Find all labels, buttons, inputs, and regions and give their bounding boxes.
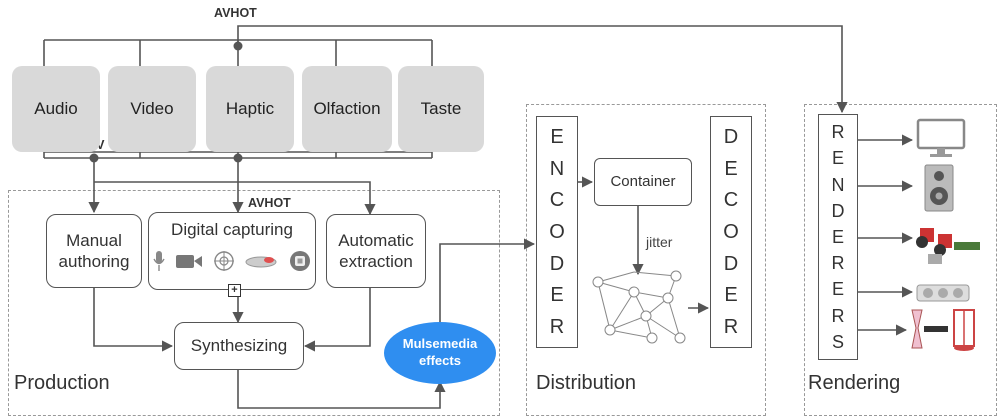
decoder-letter: D — [723, 252, 739, 275]
camera-icon — [176, 255, 202, 269]
media-haptic: Haptic — [206, 66, 294, 152]
capture-icons-row — [153, 250, 311, 272]
synthesizing-box: Synthesizing — [174, 322, 304, 370]
digital-capturing-label: Digital capturing — [171, 220, 293, 239]
renderers-letter: D — [831, 200, 845, 221]
encoder-letter: D — [549, 252, 565, 275]
scent-diffuser-icon — [916, 284, 970, 302]
avhot-production-label: AVHOT — [248, 196, 291, 210]
monitor-icon — [916, 118, 966, 157]
plus-symbol: + — [228, 284, 241, 297]
encoder-letter: C — [549, 189, 565, 212]
mulsemedia-effects-ellipse: Mulsemedia effects — [384, 322, 496, 384]
container-label: Container — [610, 172, 676, 190]
decoder-letter: E — [724, 284, 738, 307]
rendering-section — [804, 104, 997, 416]
encoder-letter: E — [550, 284, 564, 307]
encoder-box: E N C O D E R — [536, 116, 578, 348]
haptic-device-icon — [916, 228, 980, 264]
mulsemedia-effects-label: Mulsemedia effects — [402, 336, 478, 368]
container-box: Container — [594, 158, 692, 206]
encoder-letter: N — [549, 157, 565, 180]
decoder-letter: C — [723, 189, 739, 212]
distribution-label: Distribution — [536, 372, 637, 394]
synthesizing-label: Synthesizing — [190, 336, 288, 356]
production-section — [8, 190, 500, 416]
scent-sensor-icon — [245, 256, 277, 268]
jitter-label: jitter — [646, 234, 673, 250]
decoder-letter: R — [723, 316, 739, 339]
renderers-letter: E — [831, 279, 844, 300]
renderers-box: R E N D E R E R S — [818, 114, 858, 360]
automatic-extraction-label: Automatic extraction — [338, 230, 414, 271]
encoder-letter: E — [550, 125, 564, 148]
decoder-letter: E — [724, 157, 738, 180]
microphone-icon — [153, 251, 165, 272]
rendering-label: Rendering — [808, 372, 901, 394]
production-label: Production — [14, 372, 110, 394]
media-taste: Taste — [398, 66, 484, 152]
distribution-section — [526, 104, 766, 416]
decoder-box: D E C O D E R — [710, 116, 752, 348]
digital-capturing-box: Digital capturing — [148, 212, 316, 290]
haptic-sensor-icon — [290, 251, 310, 272]
decoder-letter: D — [723, 125, 739, 148]
renderers-letter: E — [831, 148, 844, 169]
renderers-letter: S — [831, 331, 844, 352]
avhot-top-label: AVHOT — [214, 6, 257, 20]
media-audio: Audio — [12, 66, 100, 152]
media-olfaction: Olfaction — [302, 66, 392, 152]
decoder-letter: O — [723, 220, 739, 243]
manual-authoring-label: Manual authoring — [58, 230, 130, 271]
manual-authoring-box: Manual authoring — [46, 214, 142, 288]
speaker-icon — [924, 164, 954, 212]
media-video: Video — [108, 66, 196, 152]
automatic-extraction-box: Automatic extraction — [326, 214, 426, 288]
plus-symbol-label: + — [231, 284, 238, 296]
renderers-letter: R — [831, 305, 845, 326]
encoder-letter: R — [549, 316, 565, 339]
renderers-letter: R — [831, 122, 845, 143]
renderers-letter: N — [831, 174, 845, 195]
renderers-letter: R — [831, 253, 845, 274]
renderers-letter: E — [831, 226, 844, 247]
taste-device-icon — [911, 309, 975, 351]
motion-capture-icon — [214, 251, 234, 272]
encoder-letter: O — [549, 220, 565, 243]
